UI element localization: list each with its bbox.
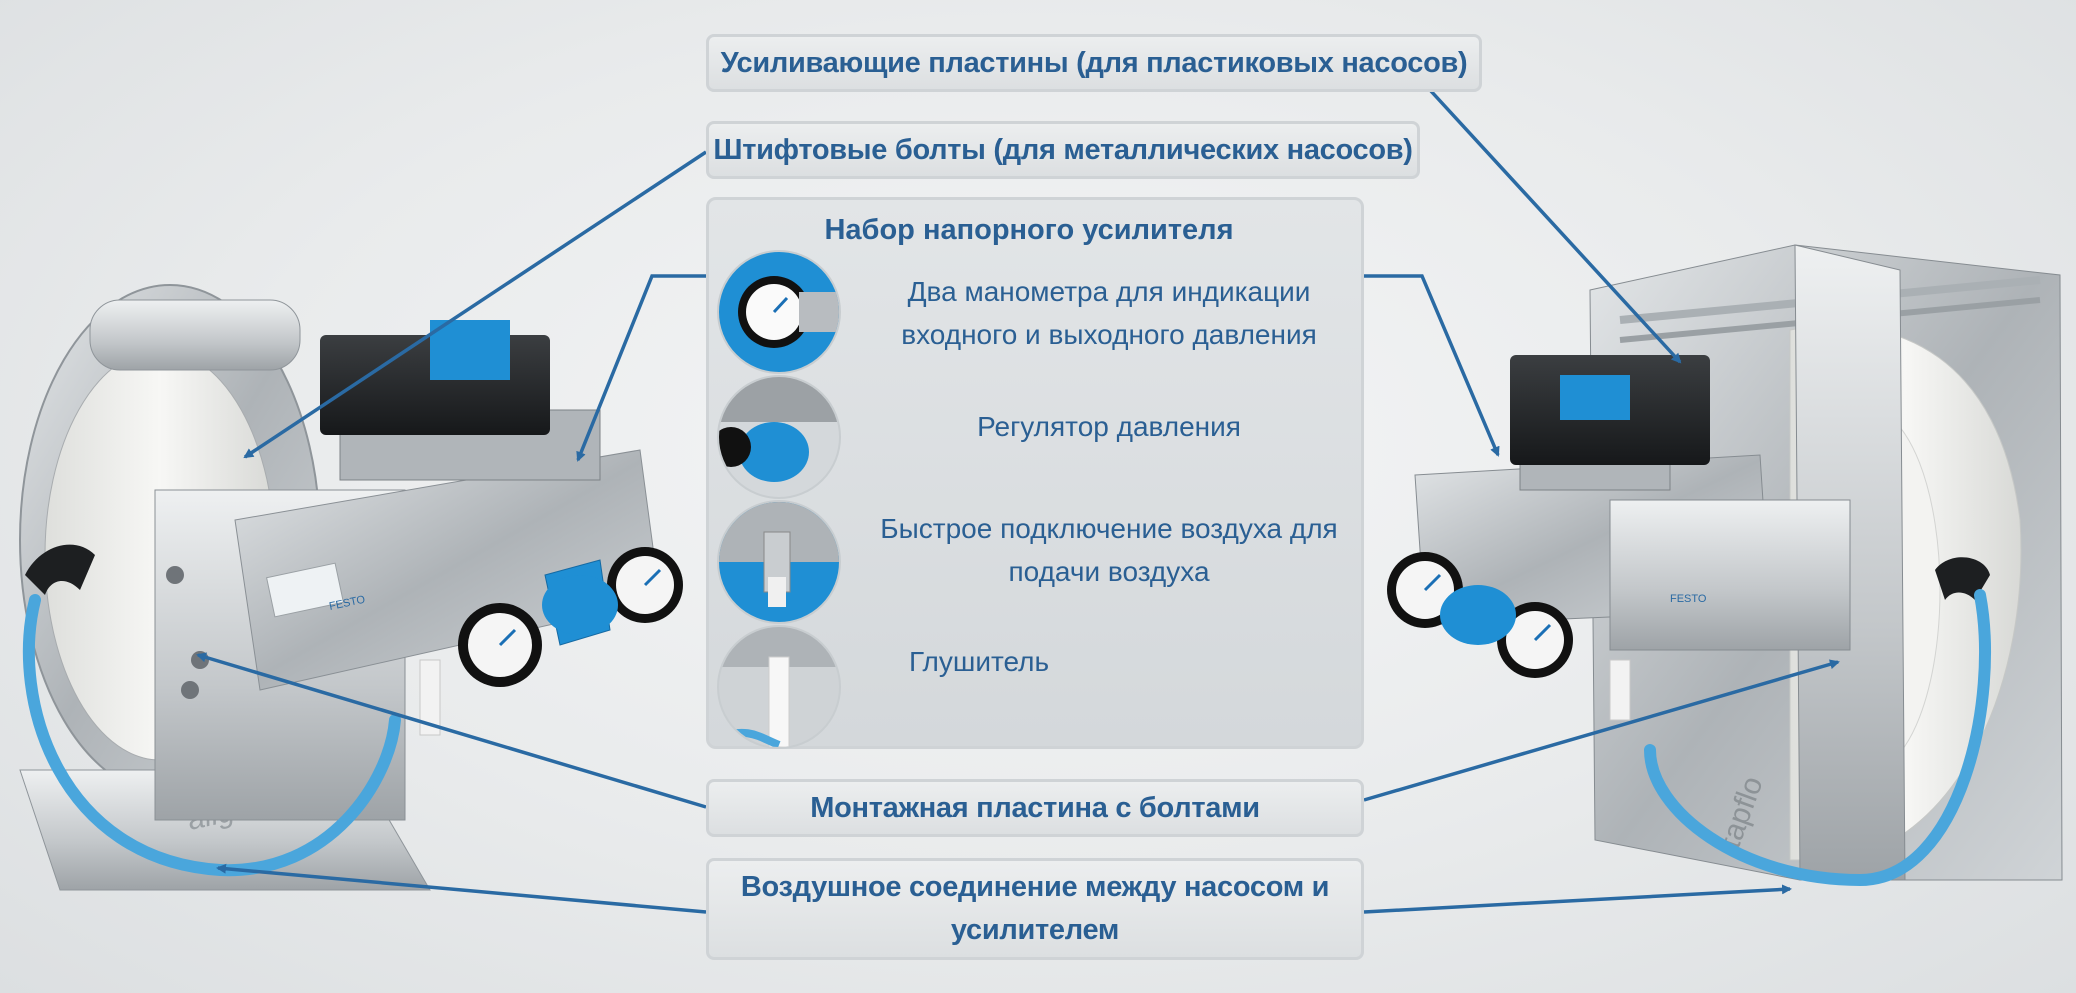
left-air-tube (22, 594, 401, 877)
label-air-connection-text: Воздушное соединение между насосом и уси… (740, 871, 1330, 946)
arrow-air-left (216, 863, 707, 914)
kit-item-quick-coupling: Быстрое подключение воздуха для подачи в… (880, 513, 1338, 587)
arrow-pin-bolts (243, 150, 707, 459)
arrow-kit-left (576, 274, 706, 462)
label-pin-bolts-text: Штифтовые болты (для металлических насос… (713, 133, 1413, 166)
kit-item-silencer: Глушитель (908, 646, 1050, 677)
right-air-tube (1644, 589, 1991, 887)
label-air-connection: Воздушное соединение между насосом и уси… (706, 858, 1364, 960)
gauge-icon (717, 250, 841, 374)
kit-item-regulator: Регулятор давления (977, 411, 1241, 442)
arrow-reinforcing-plates (1428, 88, 1682, 364)
label-pin-bolts: Штифтовые болты (для металлических насос… (706, 121, 1420, 179)
arrow-kit-right (1364, 274, 1500, 457)
label-reinforcing-plates-text: Усиливающие пластины (для пластиковых на… (720, 46, 1468, 79)
silencer-icon (717, 625, 841, 749)
arrow-mounting-right (1363, 659, 1840, 802)
booster-kit-title: Набор напорного усилителя (824, 214, 1234, 246)
regulator-icon (717, 375, 841, 499)
label-mounting-plate-text: Монтажная пластина с болтами (810, 791, 1260, 824)
booster-kit-panel: Набор напорного усилителя Два манометра … (706, 197, 1364, 749)
arrow-mounting-left (196, 652, 707, 809)
label-mounting-plate: Монтажная пластина с болтами (706, 779, 1364, 837)
quick-coupling-icon (717, 500, 841, 624)
arrow-air-right (1363, 884, 1792, 914)
right-pump-badge: FESTO (1670, 593, 1707, 605)
label-reinforcing-plates: Усиливающие пластины (для пластиковых на… (706, 34, 1482, 92)
kit-item-gauges: Два манометра для индикации входного и в… (901, 276, 1317, 350)
